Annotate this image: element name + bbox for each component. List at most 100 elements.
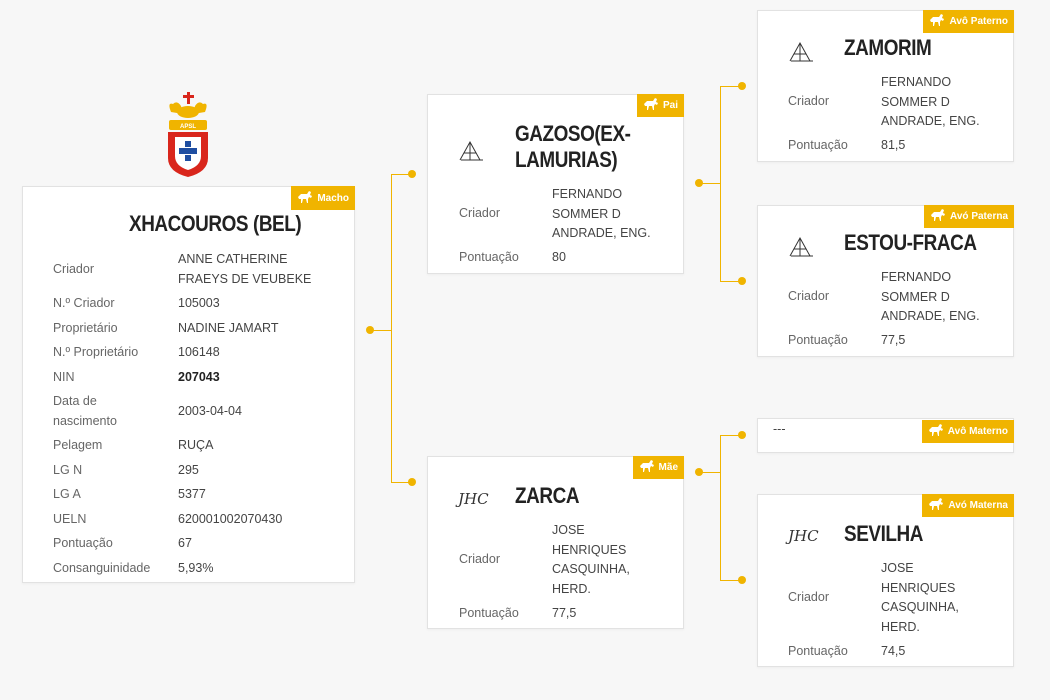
brand-mark-icon: JHC xyxy=(788,527,819,545)
connector-line xyxy=(720,580,742,581)
grandparent-badge: Avô Materno xyxy=(921,420,1014,443)
row-label: Proprietário xyxy=(53,321,118,335)
breeder-value: FERNANDO SOMMER D ANDRADE, ENG. xyxy=(881,75,980,128)
horse-icon xyxy=(929,14,945,29)
row-label: Data de nascimento xyxy=(53,394,117,428)
row-label: Criador xyxy=(53,262,94,276)
row-value: 5377 xyxy=(178,487,206,501)
score-label: Pontuação xyxy=(459,606,519,620)
row-value: RUÇA xyxy=(178,438,214,452)
connector-line xyxy=(699,472,720,473)
connector-dot xyxy=(738,431,746,439)
connector-dot xyxy=(738,576,746,584)
row-label: UELN xyxy=(53,512,87,526)
breeder-value: JOSE HENRIQUES CASQUINHA, HERD. xyxy=(881,561,959,634)
breeder-label: Criador xyxy=(788,289,829,303)
connector-dot xyxy=(738,82,746,90)
horse-name: --- xyxy=(773,422,786,436)
row-value: 5,93% xyxy=(178,561,214,575)
grandparent-badge: Avó Materna xyxy=(922,494,1014,517)
horse-icon xyxy=(928,424,944,439)
breeder-value: FERNANDO SOMMER D ANDRADE, ENG. xyxy=(552,187,651,240)
connector-line xyxy=(370,330,392,331)
score-label: Pontuação xyxy=(788,644,848,658)
brand-mark-icon: JHC xyxy=(458,490,489,508)
paternal-grandmother-card[interactable]: Avó Paterna ESTOU-FRACA Criador FERNANDO… xyxy=(757,205,1014,357)
breeder-label: Criador xyxy=(459,552,500,566)
score-value: 74,5 xyxy=(881,644,906,658)
maternal-grandfather-card[interactable]: Avô Materno --- xyxy=(757,418,1014,453)
score-label: Pontuação xyxy=(459,250,519,264)
connector-line xyxy=(391,174,392,483)
coat-of-arms-icon: APSL xyxy=(163,92,213,178)
row-label: Consanguinidade xyxy=(53,561,151,575)
badge-label: Pai xyxy=(662,100,678,111)
horse-name: XHACOUROS (BEL) xyxy=(129,211,302,236)
connector-line xyxy=(720,86,742,87)
row-value: 295 xyxy=(178,463,199,477)
connector-dot xyxy=(408,478,416,486)
maternal-grandmother-card[interactable]: Avó Materna JHC SEVILHA Criador JOSE HEN… xyxy=(757,494,1014,667)
connector-dot xyxy=(738,277,746,285)
horse-name: ESTOU-FRACA xyxy=(844,230,977,255)
row-label: LG N xyxy=(53,463,83,477)
row-label: Pontuação xyxy=(53,536,113,550)
row-value: ANNE CATHERINE FRAEYS DE VEUBEKE xyxy=(178,252,312,286)
badge-label: Avô Paterno xyxy=(949,16,1008,27)
mother-badge: Mãe xyxy=(632,456,684,479)
connector-line xyxy=(699,183,720,184)
score-value: 81,5 xyxy=(881,138,906,152)
grandparent-badge: Avó Paterna xyxy=(924,205,1014,228)
connector-line xyxy=(720,86,721,281)
row-value: 207043 xyxy=(178,370,220,384)
connector-line xyxy=(391,174,413,175)
row-value: 620001002070430 xyxy=(178,512,283,526)
breeder-label: Criador xyxy=(459,206,500,220)
row-value: 106148 xyxy=(178,345,220,359)
connector-line xyxy=(720,281,742,282)
horse-name: ZARCA xyxy=(515,483,580,508)
badge-label: Mãe xyxy=(658,462,678,473)
father-badge: Pai xyxy=(636,94,684,117)
horse-icon xyxy=(639,460,655,475)
horse-icon xyxy=(297,190,313,206)
row-value: 67 xyxy=(178,536,192,550)
horse-name: ZAMORIM xyxy=(844,35,932,60)
connector-line xyxy=(720,435,742,436)
brand-mark-icon xyxy=(458,140,484,167)
score-value: 80 xyxy=(552,250,566,264)
row-label: N.º Proprietário xyxy=(53,345,139,359)
father-card[interactable]: Pai GAZOSO(EX- LAMURIAS) Criador FERNAND… xyxy=(427,94,684,274)
row-value: 2003-04-04 xyxy=(178,404,242,418)
mother-card[interactable]: Mãe JHC ZARCA Criador JOSE HENRIQUES CAS… xyxy=(427,456,684,629)
score-label: Pontuação xyxy=(788,333,848,347)
breeder-value: FERNANDO SOMMER D ANDRADE, ENG. xyxy=(881,270,980,323)
horse-name: SEVILHA xyxy=(844,521,923,546)
breeder-value: JOSE HENRIQUES CASQUINHA, HERD. xyxy=(552,523,630,596)
row-label: LG A xyxy=(53,487,81,501)
paternal-grandfather-card[interactable]: Avô Paterno ZAMORIM Criador FERNANDO SOM… xyxy=(757,10,1014,162)
main-horse-card: Macho XHACOUROS (BEL) Criador ANNE CATHE… xyxy=(22,186,355,583)
connector-line xyxy=(391,482,413,483)
sex-badge: Macho xyxy=(291,186,355,210)
horse-name-cont: LAMURIAS) xyxy=(515,147,618,172)
horse-icon xyxy=(928,498,944,513)
connector-line xyxy=(720,435,721,580)
score-value: 77,5 xyxy=(552,606,577,620)
row-label: N.º Criador xyxy=(53,296,115,310)
row-value: 105003 xyxy=(178,296,220,310)
badge-label: Avó Paterna xyxy=(950,211,1008,222)
score-label: Pontuação xyxy=(788,138,848,152)
row-value: NADINE JAMART xyxy=(178,321,279,335)
badge-label: Avô Materno xyxy=(947,426,1008,437)
horse-icon xyxy=(643,98,659,113)
grandparent-badge: Avô Paterno xyxy=(923,10,1014,33)
row-label: Pelagem xyxy=(53,438,103,452)
breeder-label: Criador xyxy=(788,94,829,108)
connector-dot xyxy=(408,170,416,178)
brand-mark-icon xyxy=(788,41,814,68)
score-value: 77,5 xyxy=(881,333,906,347)
crest-text: APSL xyxy=(180,124,196,130)
row-label: NIN xyxy=(53,370,75,384)
badge-label: Avó Materna xyxy=(948,500,1008,511)
